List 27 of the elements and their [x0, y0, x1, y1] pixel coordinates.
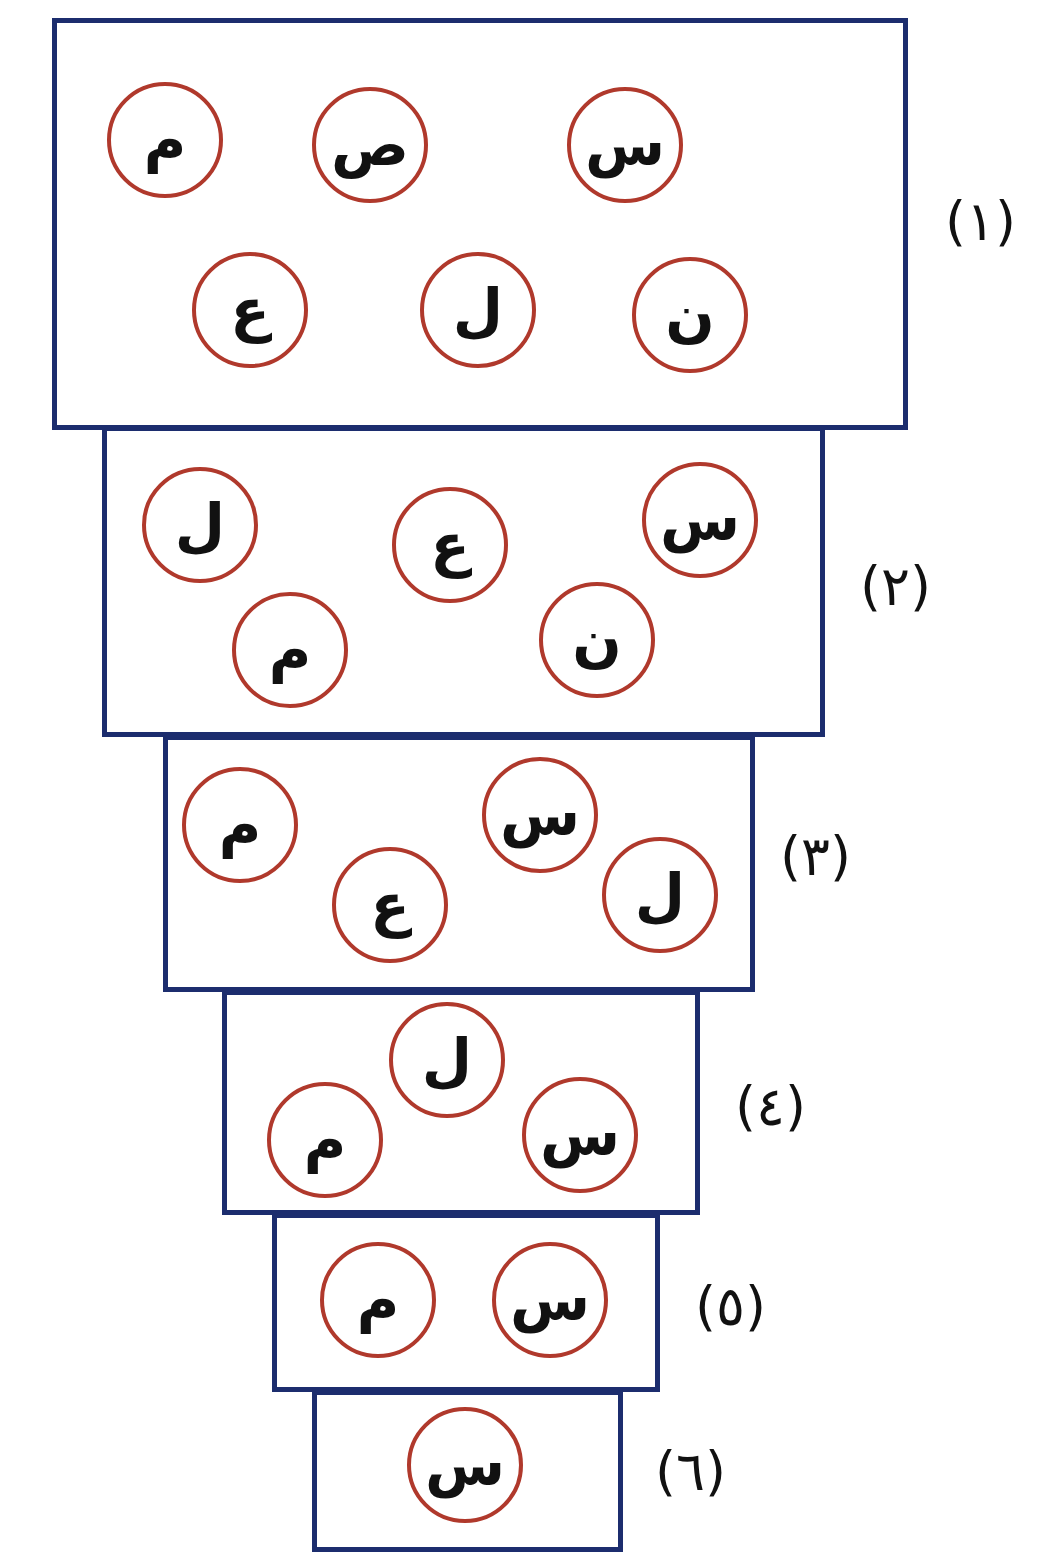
- letter-circle: ل: [602, 837, 718, 953]
- letter-circle: س: [407, 1407, 523, 1523]
- letter-circle: س: [567, 87, 683, 203]
- level-number: (٢): [860, 555, 932, 618]
- letter-circle: ص: [312, 87, 428, 203]
- letter-circle: س: [492, 1242, 608, 1358]
- letter-circle: م: [267, 1082, 383, 1198]
- letter-circle: ن: [539, 582, 655, 698]
- letter-circle: س: [482, 757, 598, 873]
- letter-circle: ن: [632, 257, 748, 373]
- letter-circle: م: [107, 82, 223, 198]
- letter-circle: ع: [332, 847, 448, 963]
- letter-circle: ل: [420, 252, 536, 368]
- level-number: (٥): [695, 1275, 767, 1338]
- letter-circle: ع: [392, 487, 508, 603]
- letter-circle: م: [182, 767, 298, 883]
- letter-circle: م: [320, 1242, 436, 1358]
- letter-circle: م: [232, 592, 348, 708]
- level-number: (٣): [780, 825, 852, 888]
- level-number: (١): [945, 190, 1017, 253]
- level-number: (٤): [735, 1075, 807, 1138]
- letter-circle: ل: [142, 467, 258, 583]
- letter-circle: س: [522, 1077, 638, 1193]
- letter-circle: ع: [192, 252, 308, 368]
- letter-circle: ل: [389, 1002, 505, 1118]
- letter-circle: س: [642, 462, 758, 578]
- level-number: (٦): [655, 1440, 727, 1503]
